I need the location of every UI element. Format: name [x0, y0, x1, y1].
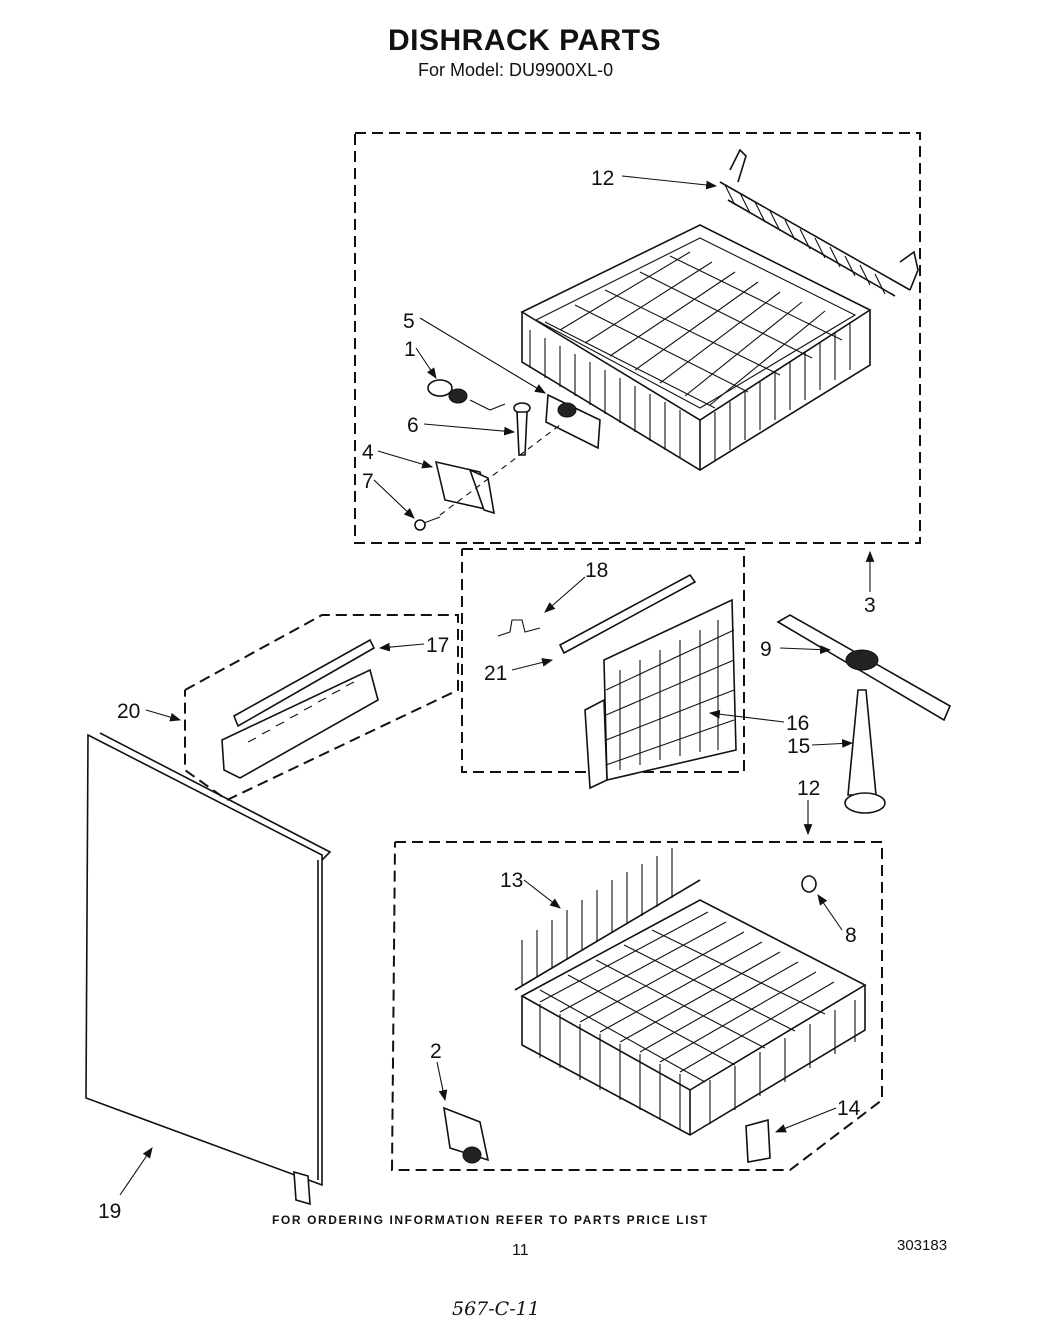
- callout-9: 9: [760, 638, 772, 661]
- callout-12: 12: [797, 777, 820, 800]
- callout-6: 6: [407, 414, 419, 437]
- callout-14: 14: [837, 1097, 861, 1120]
- silverware-basket-group: [461, 548, 785, 790]
- callout-18: 17: [426, 634, 449, 657]
- callout-16: 19: [98, 1200, 121, 1223]
- callout-1: 1: [404, 338, 416, 361]
- page-number: 11: [512, 1242, 529, 1259]
- door-panel: [85, 732, 332, 1206]
- page-title: DISHRACK PARTS: [388, 24, 662, 57]
- callout-17: 16: [786, 712, 809, 735]
- ordering-info-note: FOR ORDERING INFORMATION REFER TO PARTS …: [272, 1213, 709, 1227]
- upper-rack-group: [354, 132, 921, 592]
- callout-20: 20: [117, 700, 140, 723]
- spray-arm-assembly: [776, 614, 952, 814]
- callout-21: 21: [484, 662, 507, 685]
- callout-4: 4: [362, 441, 374, 464]
- callout-15: 15: [787, 735, 810, 758]
- callout-8: 8: [845, 924, 857, 947]
- handwritten-note: 567-C-11: [452, 1298, 540, 1320]
- callout-13: 13: [500, 869, 523, 892]
- model-subtitle: For Model: DU9900XL-0: [418, 60, 614, 80]
- rack-adjuster-parts: [414, 379, 601, 531]
- callout-3: 3: [864, 594, 876, 617]
- callout-19: 18: [585, 559, 608, 582]
- callout-10: 12: [591, 167, 614, 190]
- lower-rack-group: [390, 800, 883, 1171]
- callout-5: 5: [403, 310, 415, 333]
- upper-rack-basket: [520, 224, 872, 471]
- rack-track-group: [145, 614, 459, 802]
- callout-7: 7: [362, 470, 374, 493]
- callout-2: 2: [430, 1040, 442, 1063]
- document-number: 303183: [897, 1237, 948, 1254]
- cup-shelf: [719, 148, 919, 297]
